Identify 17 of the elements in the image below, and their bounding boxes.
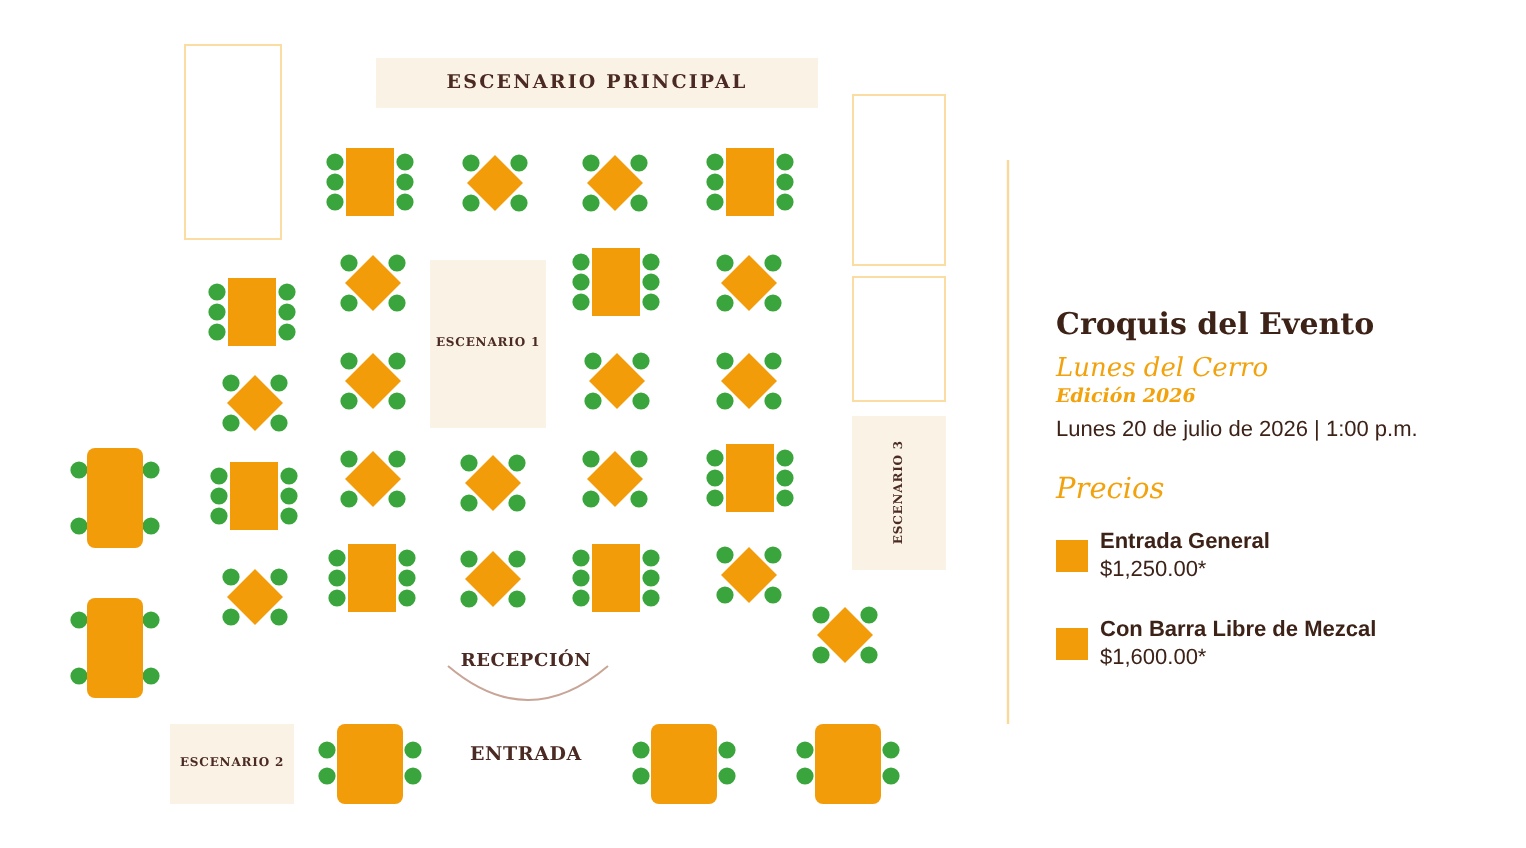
outlined-area (852, 276, 946, 402)
area-label: RECEPCIÓN (460, 650, 592, 674)
edition-label: Edición 2026 (1056, 386, 1196, 410)
stage-panel (170, 724, 294, 804)
stage-panel (852, 416, 946, 570)
stage-panel (376, 58, 818, 108)
date-time-text: Lunes 20 de julio de 2026 | 1:00 p.m. (1056, 416, 1418, 444)
section-heading: Precios (1056, 472, 1165, 510)
legend-label: Entrada General $1,250.00* (1100, 528, 1270, 584)
stage-label: ESCENARIO PRINCIPAL (446, 73, 748, 93)
stage-panel (430, 260, 546, 428)
area-label: ENTRADA (470, 744, 582, 768)
page-title: Croquis del Evento (1056, 304, 1375, 344)
event-subtitle: Lunes del Cerro (1056, 352, 1269, 386)
outlined-area (852, 94, 946, 266)
legend-label: Con Barra Libre de Mezcal $1,600.00* (1100, 616, 1377, 672)
outlined-area (184, 44, 282, 240)
